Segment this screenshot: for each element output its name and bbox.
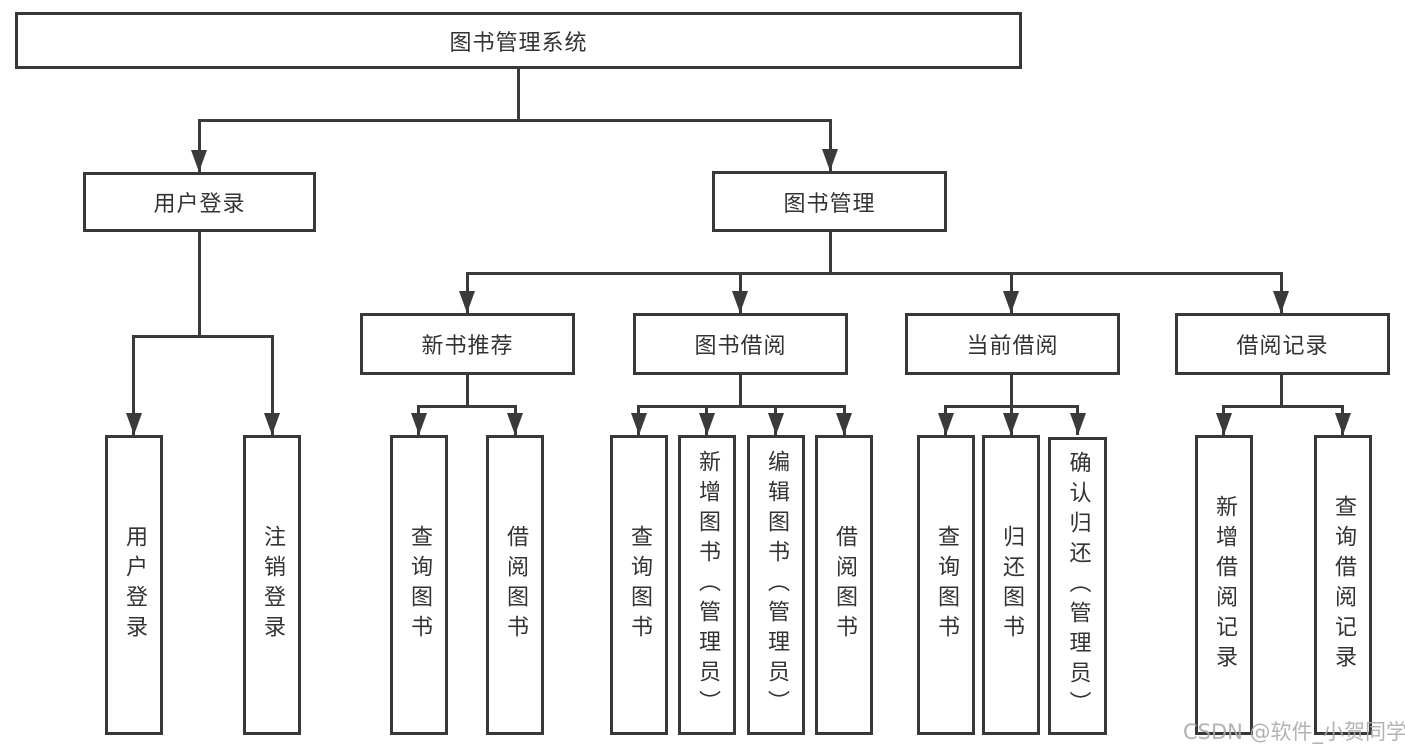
leaf-add-borrow-record-label: 新增借阅记录 [1212, 495, 1237, 675]
node-current-borrow: 当前借阅 [905, 313, 1120, 375]
arrow-down-icon [459, 291, 475, 313]
arrow-down-icon [938, 413, 954, 435]
node-library-system: 图书管理系统 [15, 12, 1022, 69]
node-book-management-label: 图书管理 [783, 191, 876, 217]
leaf-query-books-recommend-label: 查询图书 [407, 525, 432, 645]
leaf-borrow-books-recommend-label: 借阅图书 [503, 525, 528, 645]
arrow-down-icon [631, 413, 647, 435]
leaf-user-login: 用户登录 [105, 435, 163, 735]
leaf-query-books-recommend: 查询图书 [390, 435, 448, 735]
node-borrow-records-label: 借阅记录 [1236, 334, 1329, 359]
arrow-down-icon [1070, 413, 1086, 435]
leaf-edit-book-admin-label: 编辑图书（管理员） [764, 450, 789, 720]
leaf-add-book-admin: 新增图书（管理员） [678, 435, 736, 735]
connector-book-management-split [466, 272, 1283, 275]
node-book-borrow: 图书借阅 [633, 313, 848, 375]
leaf-query-borrow-record: 查询借阅记录 [1314, 435, 1372, 735]
leaf-borrow-books-recommend: 借阅图书 [486, 435, 544, 735]
leaf-return-books-label: 归还图书 [999, 525, 1024, 645]
csdn-watermark: CSDN @软件_小贺同学 [1183, 720, 1405, 744]
connector-user-login-split [132, 335, 274, 338]
connector-root-stem [517, 66, 520, 121]
connector-to-leaf-user-login [132, 335, 135, 435]
arrow-down-icon [411, 413, 427, 435]
node-borrow-records: 借阅记录 [1175, 313, 1390, 375]
leaf-confirm-return-admin: 确认归还（管理员） [1048, 437, 1107, 735]
leaf-query-books-current: 查询图书 [917, 435, 975, 735]
connector-borrow-records-split [1222, 405, 1344, 408]
connector-book-management-stem [829, 232, 832, 275]
arrow-down-icon [507, 413, 523, 435]
arrow-down-icon [768, 413, 784, 435]
leaf-logout: 注销登录 [243, 435, 301, 735]
node-user-login-label: 用户登录 [153, 192, 246, 217]
node-current-borrow-label: 当前借阅 [966, 334, 1059, 359]
node-book-management: 图书管理 [712, 171, 947, 232]
leaf-borrow-books: 借阅图书 [815, 435, 873, 735]
arrow-down-icon [822, 149, 838, 171]
arrow-down-icon [732, 291, 748, 313]
arrow-down-icon [836, 413, 852, 435]
connector-recommend-stem [466, 375, 469, 408]
leaf-edit-book-admin: 编辑图书（管理员） [747, 435, 805, 735]
arrow-down-icon [699, 413, 715, 435]
connector-borrow-records-stem [1280, 375, 1283, 408]
arrow-down-icon [1216, 413, 1232, 435]
connector-book-borrow-split [637, 405, 846, 408]
leaf-query-borrow-record-label: 查询借阅记录 [1331, 495, 1356, 675]
leaf-logout-label: 注销登录 [260, 525, 285, 645]
arrow-down-icon [1003, 413, 1019, 435]
node-library-system-label: 图书管理系统 [449, 30, 588, 56]
leaf-confirm-return-admin-label: 确认归还（管理员） [1065, 451, 1091, 721]
node-new-book-recommend: 新书推荐 [360, 313, 575, 375]
arrow-down-icon [1003, 291, 1019, 313]
connector-current-borrow-stem [1010, 375, 1013, 408]
node-book-borrow-label: 图书借阅 [694, 334, 787, 359]
connector-to-book-management [829, 119, 832, 171]
leaf-return-books: 归还图书 [982, 435, 1040, 735]
connector-user-login-stem [198, 232, 201, 338]
connector-root-split [198, 119, 832, 122]
connector-book-borrow-stem [739, 375, 742, 408]
connector-to-user-login [198, 119, 201, 172]
leaf-query-books-borrow: 查询图书 [610, 435, 668, 735]
node-new-book-recommend-label: 新书推荐 [421, 334, 514, 359]
arrow-down-icon [1335, 413, 1351, 435]
arrow-down-icon [126, 413, 142, 435]
leaf-add-borrow-record: 新增借阅记录 [1195, 435, 1253, 735]
leaf-query-books-current-label: 查询图书 [934, 525, 959, 645]
arrow-down-icon [191, 150, 207, 172]
leaf-borrow-books-label: 借阅图书 [832, 525, 857, 645]
node-user-login: 用户登录 [83, 172, 316, 232]
arrow-down-icon [1273, 291, 1289, 313]
arrow-down-icon [264, 413, 280, 435]
connector-recommend-split [417, 405, 517, 408]
connector-to-leaf-logout [271, 335, 274, 435]
leaf-query-books-borrow-label: 查询图书 [627, 525, 652, 645]
leaf-add-book-admin-label: 新增图书（管理员） [695, 450, 720, 720]
leaf-user-login-label: 用户登录 [122, 525, 147, 645]
